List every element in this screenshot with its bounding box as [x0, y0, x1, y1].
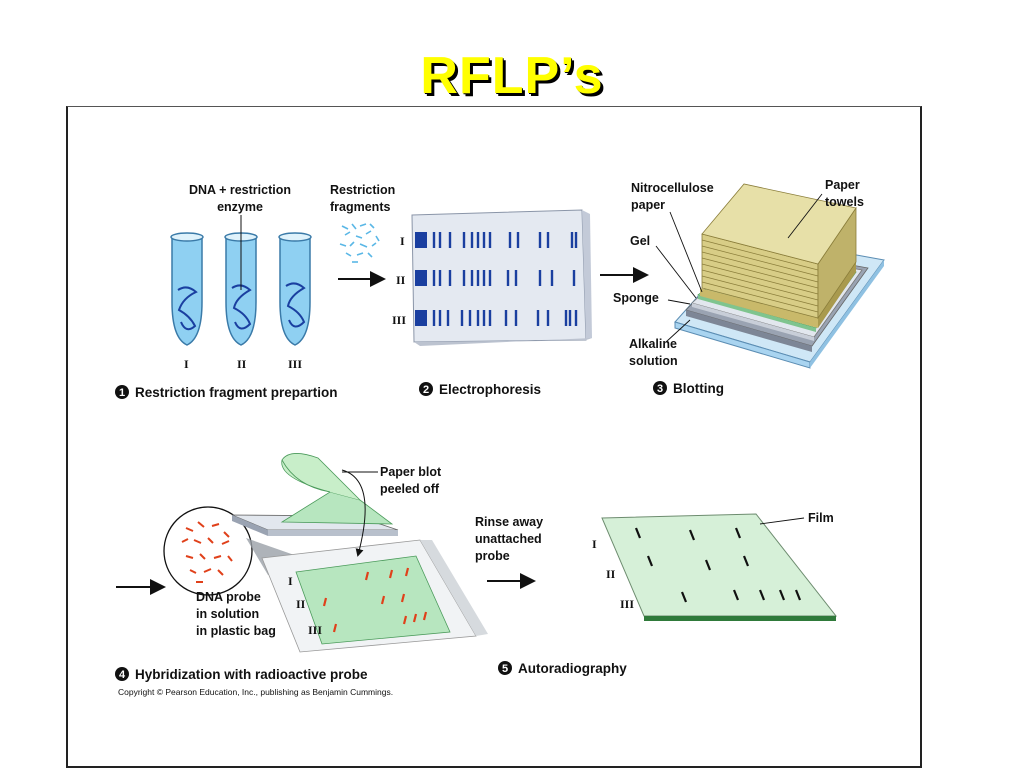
label-dna-enzyme-1: DNA + restriction: [189, 183, 291, 197]
step-3-label: Blotting: [673, 381, 724, 396]
probe-band: [402, 615, 408, 625]
electrophoresis-gel: [411, 209, 592, 346]
probe-band: [322, 597, 328, 607]
step-3-number: 3: [657, 383, 663, 395]
blotting-stack: [674, 183, 885, 369]
step-5-label: Autoradiography: [518, 661, 627, 676]
film-band: [758, 589, 766, 601]
step-1: 1 Restriction fragment prepartion: [115, 385, 338, 400]
step-4-number: 4: [119, 669, 126, 681]
blot-stack: [231, 453, 399, 536]
label-nitro-1: Nitrocellulose: [631, 181, 714, 195]
label-fragments-1: Restriction: [330, 183, 395, 197]
film-band: [688, 529, 696, 541]
label-probe-1: DNA probe: [196, 590, 261, 604]
copyright-text: Copyright © Pearson Education, Inc., pub…: [118, 687, 393, 697]
gel-roman-2: II: [396, 273, 406, 287]
label-fragments-2: fragments: [330, 200, 390, 214]
step-2-label: Electrophoresis: [439, 382, 541, 397]
test-tubes: [170, 215, 312, 346]
film-roman-1: I: [592, 537, 597, 551]
tube-roman-2: II: [237, 357, 247, 371]
blot-leader-lines: [655, 193, 823, 343]
probe-band: [404, 567, 410, 577]
label-probe-2: in solution: [196, 607, 259, 621]
bag-roman-3: III: [308, 623, 322, 637]
film-bands: [634, 527, 802, 603]
probe-band: [380, 595, 386, 605]
gel-roman-3: III: [392, 313, 406, 327]
label-alkaline-2: solution: [629, 354, 678, 368]
film-band: [732, 589, 740, 601]
probe-band: [388, 569, 394, 579]
probe-band: [422, 611, 428, 621]
probe-band: [400, 593, 406, 603]
film-band: [634, 527, 642, 539]
label-gel: Gel: [630, 234, 650, 248]
fragment-dashes: [339, 223, 380, 263]
label-nitro-2: paper: [631, 198, 665, 212]
label-dna-enzyme-2: enzyme: [217, 200, 263, 214]
film-roman-2: II: [606, 567, 616, 581]
gel-bands: [432, 232, 578, 326]
step-3: 3 Blotting: [653, 381, 724, 396]
label-probe-3: in plastic bag: [196, 624, 276, 638]
label-rinse-3: probe: [475, 549, 510, 563]
label-paper-1: Paper: [825, 178, 860, 192]
gel-roman-1: I: [400, 234, 405, 248]
probe-circle: [163, 506, 253, 596]
film-band: [646, 555, 654, 567]
probe-bands: [322, 567, 428, 633]
film-band: [680, 591, 688, 603]
step-2-number: 2: [423, 384, 429, 396]
label-film: Film: [808, 511, 834, 525]
step-4: 4 Hybridization with radioactive probe: [115, 667, 368, 682]
label-blot-1: Paper blot: [380, 465, 442, 479]
label-rinse-2: unattached: [475, 532, 542, 546]
label-paper-2: towels: [825, 195, 864, 209]
tube-1: [170, 232, 204, 346]
label-sponge: Sponge: [613, 291, 659, 305]
step-1-label: Restriction fragment prepartion: [135, 385, 338, 400]
probe-band: [332, 623, 338, 633]
bag-roman-1: I: [288, 574, 293, 588]
step-2: 2 Electrophoresis: [419, 382, 541, 397]
bag-roman-2: II: [296, 597, 306, 611]
step-1-number: 1: [119, 387, 125, 399]
step-5-number: 5: [502, 663, 508, 675]
film-band: [704, 559, 712, 571]
probe-band: [364, 571, 370, 581]
plastic-bag: [261, 539, 488, 653]
step-4-label: Hybridization with radioactive probe: [135, 667, 368, 682]
tube-roman-1: I: [184, 357, 189, 371]
peel-arrow: [341, 469, 366, 557]
label-blot-2: peeled off: [380, 482, 440, 496]
probe-band: [412, 613, 418, 623]
film-band: [734, 527, 742, 539]
autorad-film: [601, 513, 838, 621]
slide-title: RFLP’s: [420, 47, 604, 105]
film-band: [778, 589, 786, 601]
tube-3: [278, 232, 312, 346]
tube-roman-3: III: [288, 357, 302, 371]
label-alkaline-1: Alkaline: [629, 337, 677, 351]
step-5: 5 Autoradiography: [498, 661, 627, 676]
film-band: [794, 589, 802, 601]
film-band: [742, 555, 750, 567]
label-rinse-1: Rinse away: [475, 515, 543, 529]
film-roman-3: III: [620, 597, 634, 611]
